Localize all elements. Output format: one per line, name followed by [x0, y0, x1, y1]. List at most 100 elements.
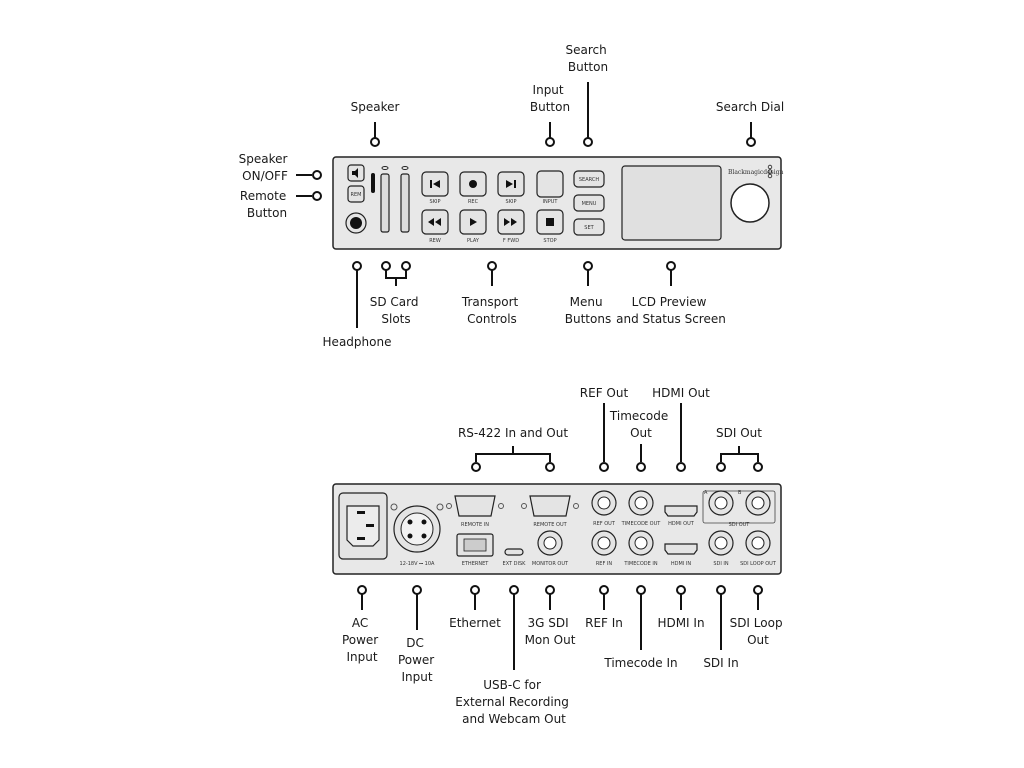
transport-controls-callout-line-1: Transport — [461, 295, 519, 309]
hdmi-in-port[interactable] — [664, 543, 698, 555]
input-button-callout-line-1: Input — [533, 83, 564, 97]
mount-screw — [390, 503, 398, 511]
timecode-out-callout-line-1: Timecode — [609, 409, 668, 423]
dc-pin — [407, 533, 413, 539]
menu-buttons-callout-line-2: Buttons — [565, 312, 611, 326]
remote-button-callout-line-1: Remote — [240, 189, 286, 203]
bnc-center — [751, 496, 765, 510]
search-dial[interactable] — [730, 183, 770, 223]
ethernet-callout: Ethernet — [449, 616, 501, 630]
port-screw — [498, 503, 504, 509]
port-screw — [446, 503, 452, 509]
sdi-in-pointer — [716, 585, 726, 595]
set-button[interactable] — [573, 218, 605, 236]
lcd-preview-callout: LCD Preview and Status Screen — [616, 295, 726, 326]
dc-power-pointer — [412, 585, 422, 595]
search-button-callout: Search Button — [565, 43, 610, 74]
brand-logo-mark — [767, 164, 773, 170]
transport-pointer — [487, 261, 497, 271]
dc-pin — [421, 533, 427, 539]
sdi-out-b-pointer — [753, 462, 763, 472]
usbc-callout-line-3: and Webcam Out — [462, 712, 566, 726]
speaker-onoff-callout-line-1: Speaker — [239, 152, 288, 166]
transport-controls-callout-line-2: Controls — [467, 312, 517, 326]
ref-out-callout: REF Out — [580, 386, 629, 400]
play-label: PLAY — [467, 238, 480, 244]
bnc-center — [597, 536, 611, 550]
bnc-center — [543, 536, 557, 550]
timecode-out-pointer — [636, 462, 646, 472]
ac-pin — [357, 537, 365, 540]
sd-slot-2-pointer — [401, 261, 411, 271]
power-rating-label: 12-18V ⎓ 10A — [400, 561, 435, 567]
dc-pin — [407, 519, 413, 525]
search-dial-callout: Search Dial — [716, 100, 784, 114]
hdmi-in-callout: HDMI In — [657, 616, 704, 630]
front-callouts: Search Button Input Button Speaker Searc… — [239, 43, 784, 349]
remote-button-callout-line-2: Button — [247, 206, 287, 220]
sd-card-slot-1[interactable] — [380, 173, 390, 233]
menu-button[interactable] — [573, 194, 605, 212]
ethernet-pointer — [470, 585, 480, 595]
sdi-out-label: SDI OUT — [729, 522, 751, 528]
rs422-in-pointer — [471, 462, 481, 472]
usbc-port[interactable] — [504, 548, 524, 556]
sdi-out-a-pointer — [716, 462, 726, 472]
input-button-callout-line-2: Button — [530, 100, 570, 114]
remote-button-callout: Remote Button — [240, 189, 290, 220]
dc-pin — [421, 519, 427, 525]
bnc-center — [714, 496, 728, 510]
ac-power-callout: AC Power Input — [342, 616, 382, 664]
play-icon — [470, 218, 477, 226]
input-button[interactable] — [536, 170, 564, 198]
dc-power-callout-line-3: Input — [401, 670, 432, 684]
rear-panel: 12-18V ⎓ 10A REMOTE IN REMOTE OUT ETHERN… — [332, 483, 782, 575]
speaker-icon — [352, 168, 358, 178]
search-button-callout-line-1: Search — [565, 43, 606, 57]
ac-pin — [357, 511, 365, 514]
lcd-preview-callout-line-1: LCD Preview — [632, 295, 707, 309]
ac-power-callout-line-3: Input — [346, 650, 377, 664]
rec-label: REC — [468, 199, 479, 205]
rs422-remote-out-port[interactable] — [529, 495, 571, 517]
rewind-icon — [428, 218, 441, 226]
rs422-out-pointer — [545, 462, 555, 472]
skip-forward-label: SKIP — [506, 199, 517, 205]
mon-out-pointer — [545, 585, 555, 595]
speaker-onoff-callout-line-2: ON/OFF — [242, 169, 288, 183]
sd-card-slots-callout: SD Card Slots — [370, 295, 423, 326]
record-icon — [469, 180, 477, 188]
dc-power-callout-line-1: DC — [406, 636, 424, 650]
stop-label: STOP — [543, 238, 556, 244]
timecode-out-label: TIMECODE OUT — [621, 521, 662, 527]
sdi-loop-out-callout-line-2: Out — [747, 633, 769, 647]
ext-disk-label: EXT DISK — [503, 561, 527, 567]
remote-button[interactable] — [347, 185, 365, 203]
sd-slot-1-pointer — [381, 261, 391, 271]
rs422-remote-in-port[interactable] — [454, 495, 496, 517]
sdi-loop-out-label: SDI LOOP OUT — [740, 561, 777, 567]
hdmi-out-port[interactable] — [664, 505, 698, 517]
port-screw — [521, 503, 527, 509]
skip-back-icon — [430, 180, 440, 188]
sd-card-slots-callout-line-1: SD Card — [370, 295, 419, 309]
mon-out-callout: 3G SDI Mon Out — [525, 616, 576, 647]
remote-out-label: REMOTE OUT — [533, 522, 567, 528]
sd-card-slot-2[interactable] — [400, 173, 410, 233]
usbc-pointer — [509, 585, 519, 595]
bnc-center — [751, 536, 765, 550]
hdmi-in-pointer — [676, 585, 686, 595]
transport-controls-callout: Transport Controls — [461, 295, 522, 326]
headphone-pointer — [352, 261, 362, 271]
rewind-label: REW — [429, 238, 441, 244]
fast-forward-label: F FWD — [503, 238, 519, 244]
input-label: INPUT — [543, 199, 559, 205]
front-panel: REM SKIP REC SKIP INPUT REW PLAY F FWD — [332, 156, 784, 250]
bnc-center — [634, 496, 648, 510]
hdmi-out-callout: HDMI Out — [652, 386, 710, 400]
usbc-callout: USB-C for External Recording and Webcam … — [455, 678, 572, 726]
remote-in-label: REMOTE IN — [461, 522, 489, 528]
search-button-pointer — [583, 137, 593, 147]
search-button[interactable] — [573, 170, 605, 188]
port-screw — [573, 503, 579, 509]
